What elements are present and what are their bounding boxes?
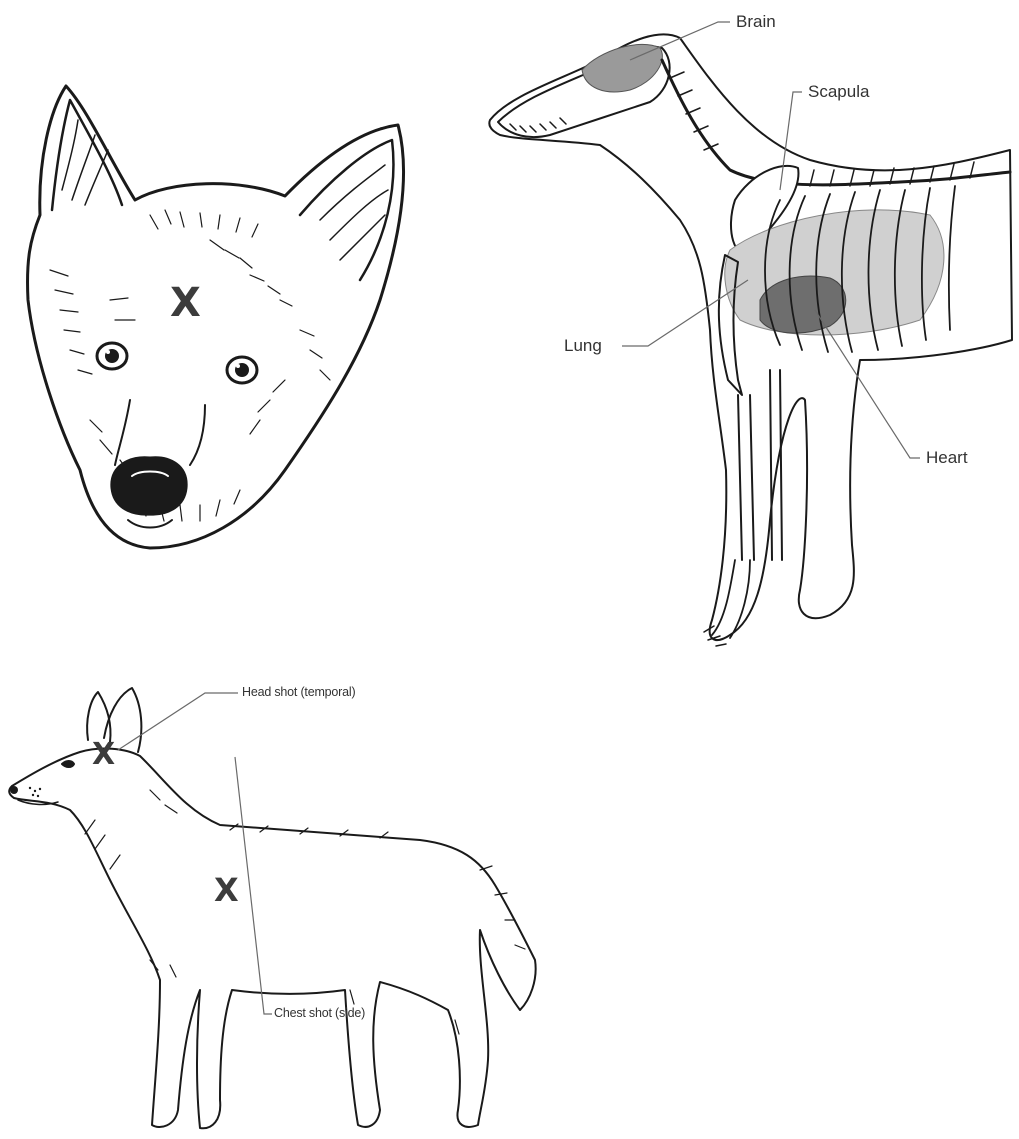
chest-shot-leader-line xyxy=(235,757,272,1014)
scapula-label: Scapula xyxy=(808,83,869,100)
anatomy-panel: Brain Scapula Lung Heart xyxy=(480,0,1019,660)
chest-shot-marker: X xyxy=(214,874,239,906)
head-shot-label: Head shot (temporal) xyxy=(242,686,355,699)
head-front-panel: X xyxy=(0,0,440,570)
head-shot-marker: X xyxy=(92,740,115,770)
heart-label: Heart xyxy=(926,449,968,466)
head-front-target-marker: X xyxy=(170,283,201,323)
dog-side-illustration xyxy=(0,660,560,1139)
lung-label: Lung xyxy=(564,337,602,354)
chest-shot-label: Chest shot (side) xyxy=(274,1007,365,1020)
dog-head-front-illustration xyxy=(0,0,440,570)
dog-skeleton-illustration xyxy=(480,0,1019,660)
brain-label: Brain xyxy=(736,13,776,30)
head-shot-leader-line xyxy=(118,693,238,750)
side-view-panel: Head shot (temporal) Chest shot (side) X… xyxy=(0,660,560,1139)
